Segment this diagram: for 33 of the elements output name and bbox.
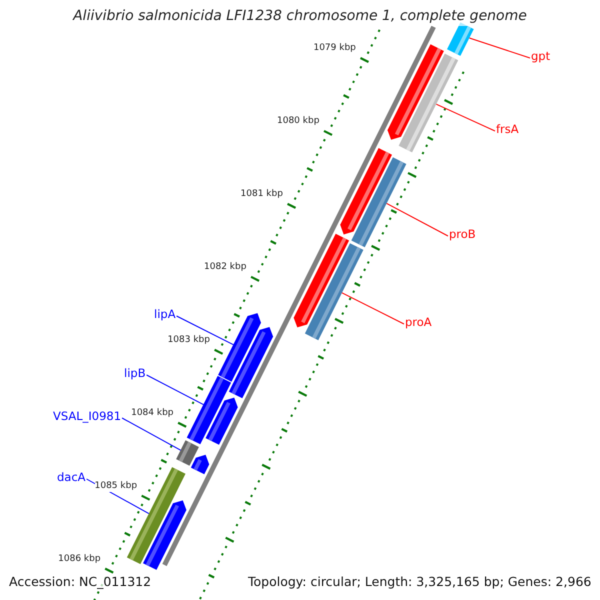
gene-feature	[304, 243, 364, 340]
leader-line	[176, 316, 234, 346]
leader-line	[436, 104, 496, 132]
gene-label: lipB	[124, 366, 146, 380]
leader-line	[341, 292, 404, 324]
genome-info-text: Topology: circular; Length: 3,325,165 bp; Genes: 2,966	[248, 574, 592, 590]
gene-label: proA	[405, 315, 432, 329]
scale-label: 1079 kbp	[313, 42, 356, 54]
gene-feature	[176, 440, 199, 466]
gene-label: lipA	[154, 307, 176, 321]
scale-label: 1083 kbp	[168, 334, 210, 346]
scale-label: 1082 kbp	[204, 262, 246, 273]
gene-feature	[228, 327, 274, 398]
scale-label: 1084 kbp	[131, 408, 174, 419]
gene-label: VSAL_I0981	[53, 409, 122, 423]
scale-label: 1086 kbp	[58, 554, 101, 565]
leader-line	[146, 374, 204, 406]
scale-label: 1081 kbp	[240, 188, 283, 200]
gene-label: frsA	[496, 122, 519, 136]
accession-text: Accession: NC_011312	[9, 574, 152, 590]
scale-label: 1080 kbp	[277, 116, 320, 127]
gene-label: gpt	[531, 49, 550, 63]
gene-label: proB	[449, 227, 476, 241]
gene-feature	[143, 500, 186, 570]
gene-feature	[398, 54, 458, 152]
leader-line	[386, 202, 448, 236]
gene-label: dacA	[57, 470, 86, 484]
leader-line	[122, 418, 182, 451]
gene-feature	[206, 398, 238, 445]
gene-feature	[190, 454, 210, 474]
leader-line	[468, 38, 530, 58]
gene-feature	[351, 157, 406, 248]
scale-label: 1085 kbp	[94, 480, 138, 492]
